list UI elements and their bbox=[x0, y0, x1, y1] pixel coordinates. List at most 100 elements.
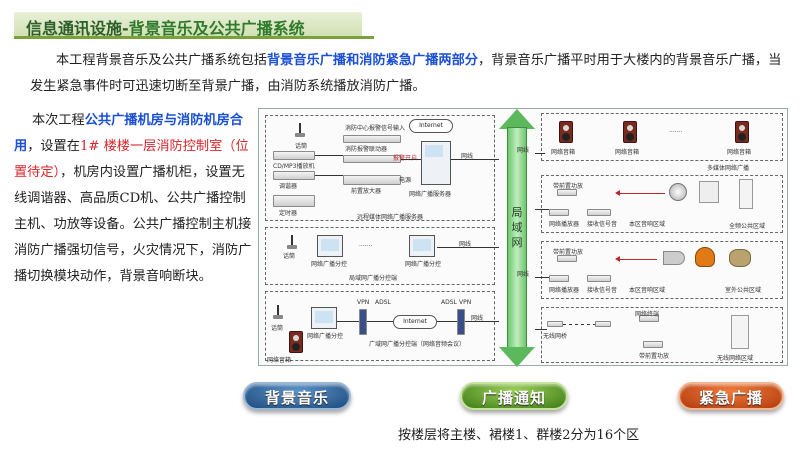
player-b bbox=[549, 275, 569, 282]
intro-text-1: 本工程背景音乐及公共广播系统包括 bbox=[56, 53, 267, 68]
zone-b-box bbox=[541, 241, 783, 299]
side-highlight: 公共广播机房与消防机房合用 bbox=[14, 113, 243, 154]
label-net2: 网线 bbox=[459, 241, 472, 248]
tuner bbox=[273, 171, 315, 180]
emergency-broadcast-button[interactable]: 紧急广播 bbox=[678, 382, 784, 410]
system-diagram: 话筒 CD/MP3播放机 调谐器 定时器 消防中心报警信号输入 消防报警联动器 … bbox=[258, 108, 788, 367]
title-main: 背景音乐及公共广播系统 bbox=[128, 19, 305, 38]
label-term2b: 带前置功放 bbox=[553, 249, 584, 256]
mushroom-speaker-icon bbox=[695, 247, 715, 267]
label-term3b: 带前置功放 bbox=[639, 353, 670, 360]
label-spk-a: 网络音箱 bbox=[551, 149, 576, 156]
internet-cloud-1: Internet bbox=[409, 119, 453, 133]
fire-linkage bbox=[343, 135, 401, 143]
lan-arrow-down bbox=[499, 347, 535, 367]
label-server: 网络广播服务器 bbox=[409, 191, 452, 198]
connector bbox=[437, 247, 499, 248]
title-prefix: 信息通讯设施- bbox=[26, 19, 129, 38]
label-zone-b: 室外公共区域 bbox=[725, 287, 762, 294]
zone-a-box bbox=[541, 175, 783, 233]
speaker-icon bbox=[559, 121, 573, 143]
dots: ······· bbox=[669, 129, 683, 136]
dots: ······· bbox=[359, 243, 373, 250]
network-terminal-a bbox=[557, 189, 577, 196]
label-zone-a: 全频公共区域 bbox=[729, 223, 766, 230]
label-adsl1: ADSL bbox=[375, 299, 391, 306]
wireless-speaker-icon bbox=[731, 315, 749, 349]
horn-speaker-icon bbox=[663, 251, 685, 265]
label-mic2: 话筒 bbox=[283, 253, 296, 260]
label-sub-ctrl: 局域网广播分控端 bbox=[349, 275, 398, 282]
label-pc3: 网络广播分控 bbox=[307, 333, 344, 340]
preamp-c bbox=[643, 341, 663, 348]
label-amp: 前置放大器 bbox=[351, 188, 382, 195]
label-pc2: 网络广播分控 bbox=[405, 261, 442, 268]
internet-cloud-2: Internet bbox=[393, 315, 437, 329]
broadcast-notice-button[interactable]: 广播通知 bbox=[460, 382, 568, 410]
intro-highlight: 背景音乐广播和消防紧急广播两部分 bbox=[267, 53, 478, 68]
lan-backbone: 局域网 bbox=[499, 109, 535, 367]
label-wifi: 无线网桥 bbox=[543, 333, 568, 340]
connector bbox=[315, 155, 343, 156]
label-ups: 定时器 bbox=[279, 210, 298, 217]
server-pc bbox=[421, 141, 451, 185]
label-net3: 网线 bbox=[471, 315, 484, 322]
timer-device bbox=[273, 195, 315, 207]
connector bbox=[401, 159, 421, 160]
rock-speaker-icon bbox=[729, 249, 751, 267]
connector bbox=[337, 321, 359, 322]
ceiling-speaker-icon bbox=[669, 183, 687, 201]
label-recv-b: 接收信号音 bbox=[587, 287, 618, 294]
section-header: 信息通讯设施-背景音乐及公共广播系统 bbox=[14, 12, 374, 39]
label-net4: 网线 bbox=[517, 147, 530, 154]
vpn-device-2 bbox=[457, 309, 465, 335]
label-cd: CD/MP3播放机 bbox=[273, 163, 315, 170]
label-vpn2: VPN bbox=[459, 299, 472, 306]
connector bbox=[465, 321, 499, 322]
receiver-a bbox=[587, 209, 611, 216]
label-remote: 广域网广播分控端（网络音频会议） bbox=[369, 341, 466, 348]
label-zone-c: 无线网络区域 bbox=[717, 355, 754, 362]
network-terminal-c bbox=[639, 315, 659, 322]
remote-speaker-icon bbox=[289, 331, 303, 353]
sub-control-pc-1 bbox=[317, 235, 343, 257]
connector bbox=[315, 175, 343, 176]
microphone-icon bbox=[273, 305, 283, 319]
wall-speaker-icon bbox=[699, 181, 719, 203]
zone1-box bbox=[541, 113, 783, 161]
wireless-bridge bbox=[547, 321, 563, 327]
label-amp-a: 网络播放器 bbox=[549, 221, 580, 228]
zone-c-box bbox=[541, 307, 783, 363]
side-text-3: ，机房内设置广播机柜，设置无线调谐器、高品质CD机、公共广播控制主机、功放等设备… bbox=[14, 165, 252, 284]
speaker-icon bbox=[735, 121, 749, 143]
connector bbox=[535, 277, 549, 278]
background-music-button[interactable]: 背景音乐 bbox=[243, 382, 351, 410]
label-zone1: 多媒体网络广播 bbox=[707, 165, 750, 172]
microphone-icon bbox=[287, 235, 297, 249]
preamp bbox=[343, 175, 401, 185]
label-recv-a: 接收信号音 bbox=[587, 221, 618, 228]
vpn-device-1 bbox=[359, 309, 367, 335]
label-pc1: 网络广播分控 bbox=[311, 261, 348, 268]
label-term1b: 带前置功放 bbox=[553, 183, 584, 190]
label-power: 电源 bbox=[399, 177, 412, 184]
label-switch-in: 报警开启 bbox=[393, 153, 417, 162]
label-tuner: 调谐器 bbox=[279, 183, 298, 190]
label-amp-fire: 消防报警联动器 bbox=[345, 146, 388, 153]
label-adsl2: ADSL bbox=[441, 299, 457, 306]
label-vpn1: VPN bbox=[357, 299, 370, 306]
page-title: 信息通讯设施-背景音乐及公共广播系统 bbox=[26, 15, 305, 39]
label-room-b: 本区音响区域 bbox=[629, 287, 666, 294]
connector bbox=[367, 321, 393, 322]
label-mic1: 话筒 bbox=[295, 143, 308, 150]
side-text-1: 本次工程 bbox=[32, 113, 85, 128]
signal-line bbox=[617, 193, 665, 194]
connector bbox=[535, 209, 549, 210]
label-net1: 网线 bbox=[461, 153, 474, 160]
connector bbox=[437, 321, 457, 322]
wireless-bridge-2 bbox=[595, 321, 611, 327]
switch-device bbox=[343, 155, 401, 163]
zone-footnote: 按楼层将主楼、裙楼1、群楼2分为16个区 bbox=[398, 428, 640, 443]
column-speaker-icon bbox=[739, 179, 753, 209]
wireless-link bbox=[563, 324, 595, 325]
